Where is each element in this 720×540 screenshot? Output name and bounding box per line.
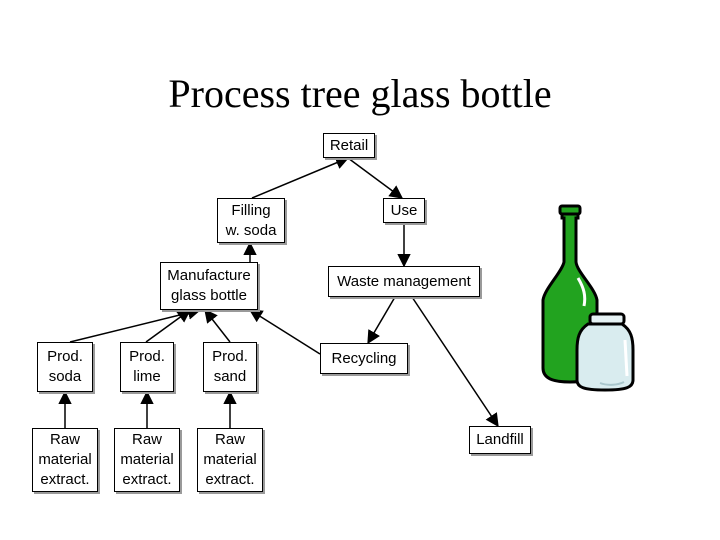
node-raw-lime: Raw material extract.: [114, 428, 180, 492]
node-retail: Retail: [323, 133, 375, 158]
edge-waste-to-landfill: [411, 296, 499, 428]
node-recycling: Recycling: [320, 343, 408, 374]
node-prod-soda: Prod. soda: [37, 342, 93, 392]
page-title: Process tree glass bottle: [168, 71, 552, 116]
node-waste-management: Waste management: [328, 266, 480, 297]
node-raw-soda: Raw material extract.: [32, 428, 98, 492]
node-prod-lime: Prod. lime: [120, 342, 174, 392]
node-prod-sand: Prod. sand: [203, 342, 257, 392]
edge-recycling-to-manufacture: [248, 309, 321, 355]
edge-manufacture-to-prod-sand: [204, 308, 231, 343]
node-landfill: Landfill: [469, 426, 531, 454]
glass-jar-icon: [575, 312, 635, 392]
node-manufacture: Manufacture glass bottle: [160, 262, 258, 310]
edge-retail-to-use: [347, 157, 404, 199]
edge-manufacture-to-prod-lime: [145, 309, 192, 343]
edge-retail-to-filling: [251, 156, 350, 199]
node-filling: Filling w. soda: [217, 198, 285, 243]
node-use: Use: [383, 198, 425, 223]
edge-waste-to-recycling: [367, 296, 396, 345]
node-raw-sand: Raw material extract.: [197, 428, 263, 492]
